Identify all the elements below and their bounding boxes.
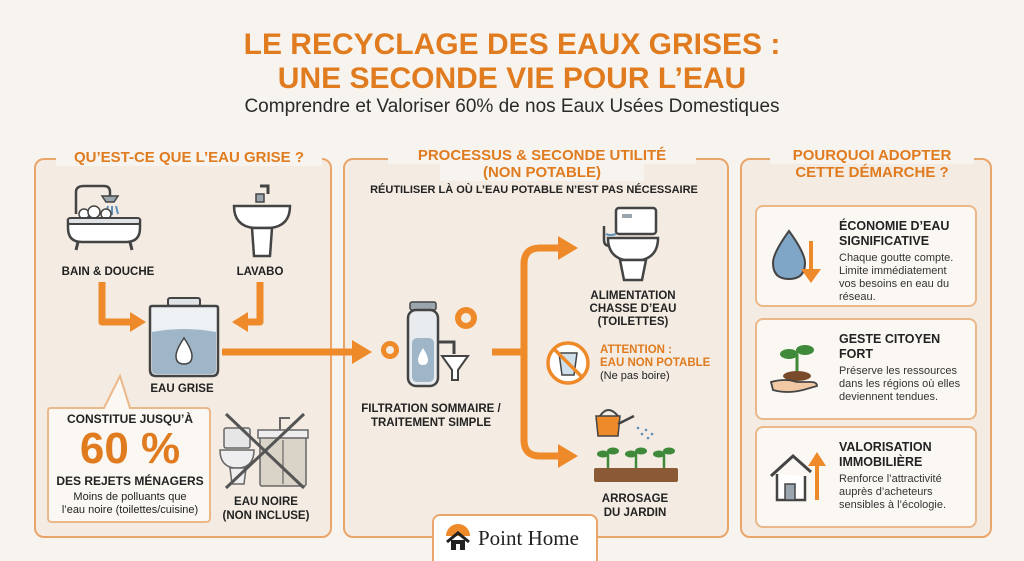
- panel-heading-why-2: CETTE DÉMARCHE ?: [795, 164, 949, 181]
- benefit-card-citizen: GESTE CITOYEN FORT Préserve les ressourc…: [755, 318, 977, 420]
- benefit-3-title-2: IMMOBILIÈRE: [839, 455, 923, 469]
- callout-top-text: CONSTITUE JUSQU’À: [66, 412, 193, 426]
- house-up-arrow-icon: [769, 452, 826, 502]
- label-alimentation-1: ALIMENTATION: [590, 290, 676, 302]
- logo-text: Point Home: [478, 526, 579, 550]
- benefit-1-title-1: ÉCONOMIE D’EAU: [839, 219, 950, 233]
- sink-icon: [232, 184, 292, 258]
- benefit-2-desc-2: dans les régions où elles: [839, 378, 961, 390]
- benefit-3-desc-3: sensibles à l’écologie.: [839, 499, 947, 511]
- benefit-2-desc-1: Préserve les ressources: [839, 365, 957, 377]
- label-alimentation-2: CHASSE D’EAU: [589, 303, 677, 315]
- process-subheading: RÉUTILISER LÀ OÙ L’EAU POTABLE N’EST PAS…: [370, 184, 698, 196]
- benefit-1-desc-1: Chaque goutte compte.: [839, 252, 954, 264]
- benefit-2-title-1: GESTE CITOYEN: [839, 332, 941, 346]
- label-alimentation-3: (TOILETTES): [597, 316, 669, 328]
- label-filtration-1: FILTRATION SOMMAIRE /: [361, 403, 501, 415]
- title-line-1: LE RECYCLAGE DES EAUX GRISES :: [243, 28, 781, 61]
- no-drinking-icon: [546, 341, 590, 385]
- filter-gears-icon: [381, 301, 477, 388]
- black-water-crossed-icon: [219, 412, 309, 490]
- panel-heading-process-2: (NON POTABLE): [440, 164, 644, 181]
- attention-label: ATTENTION :: [600, 344, 672, 356]
- attention-non-potable: EAU NON POTABLE: [600, 357, 711, 369]
- label-lavabo: LAVABO: [236, 266, 284, 278]
- benefit-card-real-estate: VALORISATION IMMOBILIÈRE Renforce l’attr…: [755, 426, 977, 528]
- logo-house-sun-icon: [446, 524, 470, 550]
- watering-can-garden-icon: [594, 409, 678, 482]
- benefit-2-title-2: FORT: [839, 347, 874, 361]
- label-bain-douche: BAIN & DOUCHE: [61, 266, 155, 278]
- footer-logo: Point Home: [432, 514, 598, 561]
- subtitle: Comprendre et Valoriser 60% de nos Eaux …: [244, 96, 780, 117]
- bathtub-shower-icon: [66, 184, 142, 251]
- benefit-3-title-1: VALORISATION: [839, 440, 932, 454]
- panel-heading-process-1: PROCESSUS & SECONDE UTILITÉ: [388, 147, 696, 164]
- label-arrosage-1: ARROSAGE: [601, 493, 669, 505]
- benefit-1-title-2: SIGNIFICATIVE: [839, 234, 930, 248]
- label-eau-grise: EAU GRISE: [150, 383, 214, 395]
- callout-note-2: l’eau noire (toilettes/cuisine): [61, 504, 199, 516]
- benefit-card-water-saving: ÉCONOMIE D’EAU SIGNIFICATIVE Chaque gout…: [755, 205, 977, 307]
- callout-mid-text: DES REJETS MÉNAGERS: [56, 474, 204, 488]
- callout-percent: 60 %: [79, 424, 181, 473]
- toilet-icon: [602, 206, 660, 282]
- panel-heading-grey-water: QU’EST-CE QUE L’EAU GRISE ?: [56, 149, 322, 166]
- hand-sprout-icon: [769, 345, 818, 393]
- title-line-2: UNE SECONDE VIE POUR L’EAU: [277, 62, 747, 95]
- callout-note-1: Moins de polluants que: [73, 491, 187, 503]
- benefit-2-desc-3: deviennent tendues.: [839, 391, 939, 403]
- panel-heading-why-1: POURQUOI ADOPTER: [770, 147, 974, 164]
- grey-water-tank-icon: [148, 297, 220, 378]
- benefit-3-desc-2: auprès d’acheteurs: [839, 486, 933, 498]
- label-filtration-2: TRAITEMENT SIMPLE: [370, 417, 492, 429]
- benefit-3-desc-1: Renforce l’attractivité: [839, 473, 942, 485]
- benefit-1-desc-3: vos besoins en eau du: [839, 278, 950, 290]
- water-drop-down-arrow-icon: [771, 229, 821, 283]
- label-non-incluse: (NON INCLUSE): [222, 510, 310, 522]
- benefit-1-desc-4: réseau.: [839, 291, 876, 303]
- benefit-1-desc-2: Limite immédiatement: [839, 265, 947, 277]
- callout-bubble: [47, 373, 211, 523]
- label-arrosage-2: DU JARDIN: [603, 507, 667, 519]
- label-eau-noire: EAU NOIRE: [234, 496, 298, 508]
- attention-note: (Ne pas boire): [600, 370, 670, 382]
